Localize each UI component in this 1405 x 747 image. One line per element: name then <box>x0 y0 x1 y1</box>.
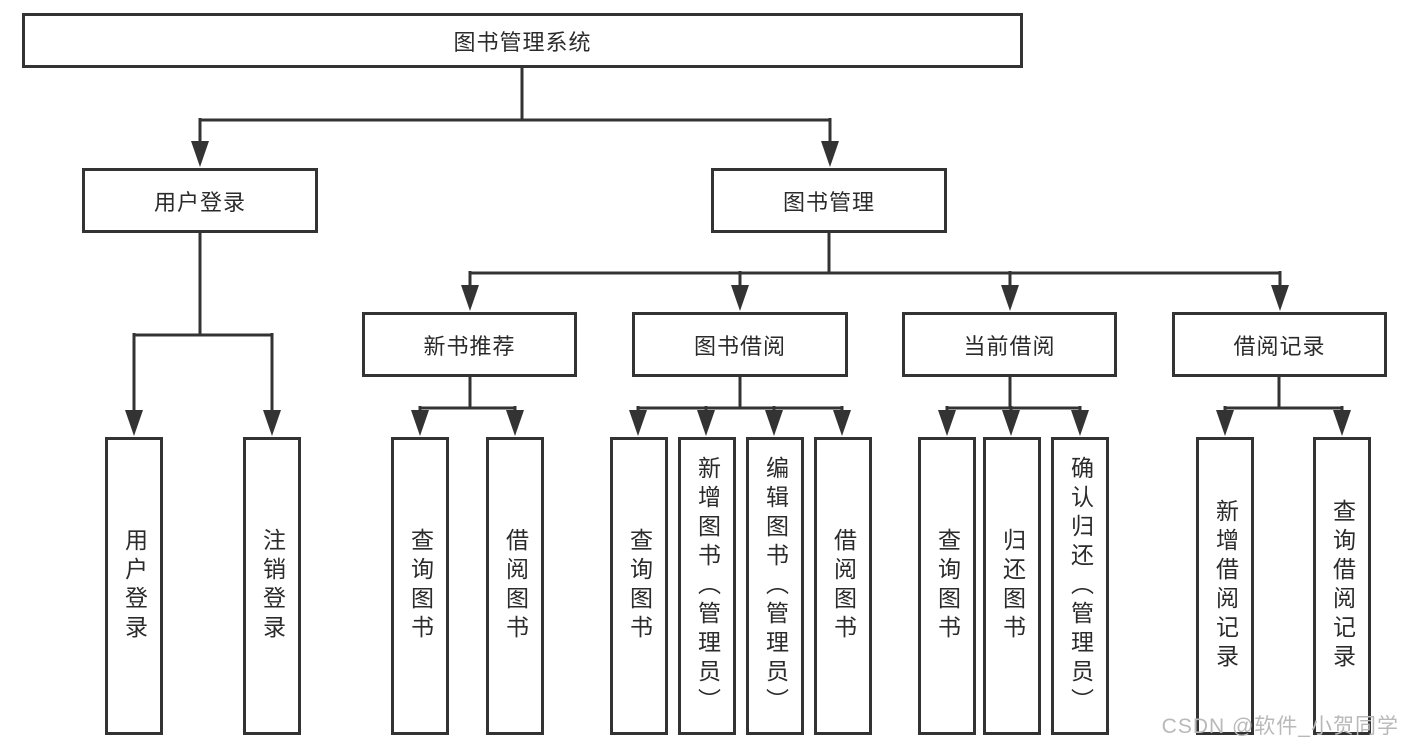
arrowhead-re-leaf1 <box>1216 410 1234 436</box>
arrowhead-re-leaf2 <box>1333 410 1351 436</box>
node-book-borrow-label: 图书借阅 <box>693 333 786 359</box>
arrowhead-user-leaf1 <box>125 410 143 436</box>
arrowhead-user-login <box>191 141 209 167</box>
node-book-management-system: 图书管理系统 <box>22 13 1023 68</box>
leaf-user-login: 用户登录 <box>105 437 163 735</box>
node-user-login-label: 用户登录 <box>153 189 246 215</box>
node-new-book-recommend: 新书推荐 <box>362 312 577 377</box>
leaf-logout: 注销登录 <box>243 437 301 735</box>
leaf-cu-query-books-label: 查询图书 <box>934 528 961 644</box>
arrowhead-nb-leaf2 <box>506 410 524 436</box>
node-current-borrow: 当前借阅 <box>902 312 1117 377</box>
leaf-nb-query-books: 查询图书 <box>391 437 449 735</box>
leaf-cu-return-books-label: 归还图书 <box>999 528 1026 644</box>
leaf-br-edit-books-admin: 编辑图书（管理员） <box>746 437 804 735</box>
node-new-book-recommend-label: 新书推荐 <box>423 333 516 359</box>
arrowhead-cu-leaf3 <box>1071 410 1089 436</box>
leaf-nb-query-books-label: 查询图书 <box>407 528 434 644</box>
node-borrow-records-label: 借阅记录 <box>1233 333 1326 359</box>
leaf-re-query-record: 查询借阅记录 <box>1313 437 1371 735</box>
leaf-cu-confirm-return-admin: 确认归还（管理员） <box>1051 437 1109 735</box>
node-book-management: 图书管理 <box>711 168 947 233</box>
node-book-management-label: 图书管理 <box>782 189 875 215</box>
leaf-br-add-books-admin-label: 新增图书（管理员） <box>694 455 721 717</box>
leaf-br-borrow-books-label: 借阅图书 <box>830 528 857 644</box>
arrowhead-br-leaf3 <box>765 410 783 436</box>
arrowhead-user-leaf2 <box>263 410 281 436</box>
leaf-re-add-record-label: 新增借阅记录 <box>1212 499 1239 673</box>
leaf-cu-confirm-return-admin-label: 确认归还（管理员） <box>1067 455 1094 717</box>
csdn-watermark: CSDN @软件_小贺同学 <box>1161 715 1399 738</box>
arrowhead-book-management <box>821 141 839 167</box>
leaf-br-borrow-books: 借阅图书 <box>814 437 872 735</box>
arrowhead-nb-leaf1 <box>411 410 429 436</box>
node-root-label: 图书管理系统 <box>453 29 592 55</box>
arrowhead-cu-leaf1 <box>938 410 956 436</box>
node-user-login: 用户登录 <box>82 168 318 233</box>
leaf-br-add-books-admin: 新增图书（管理员） <box>678 437 736 735</box>
leaf-br-query-books: 查询图书 <box>610 437 668 735</box>
arrowhead-records <box>1271 285 1289 311</box>
leaf-nb-borrow-books: 借阅图书 <box>486 437 544 735</box>
leaf-re-query-record-label: 查询借阅记录 <box>1329 499 1356 673</box>
arrowhead-br-leaf1 <box>629 410 647 436</box>
leaf-logout-label: 注销登录 <box>259 528 286 644</box>
node-borrow-records: 借阅记录 <box>1172 312 1387 377</box>
leaf-re-add-record: 新增借阅记录 <box>1196 437 1254 735</box>
arrowhead-new-books <box>461 285 479 311</box>
arrowhead-borrow <box>731 285 749 311</box>
node-current-borrow-label: 当前借阅 <box>963 333 1056 359</box>
leaf-br-edit-books-admin-label: 编辑图书（管理员） <box>762 455 789 717</box>
arrowhead-br-leaf4 <box>833 410 851 436</box>
leaf-user-login-label: 用户登录 <box>121 528 148 644</box>
leaf-cu-return-books: 归还图书 <box>983 437 1041 735</box>
leaf-cu-query-books: 查询图书 <box>918 437 976 735</box>
arrowhead-cu-leaf2 <box>1002 410 1020 436</box>
leaf-br-query-books-label: 查询图书 <box>626 528 653 644</box>
leaf-nb-borrow-books-label: 借阅图书 <box>502 528 529 644</box>
arrowhead-br-leaf2 <box>697 410 715 436</box>
arrowhead-current <box>1001 285 1019 311</box>
node-book-borrow: 图书借阅 <box>632 312 848 377</box>
